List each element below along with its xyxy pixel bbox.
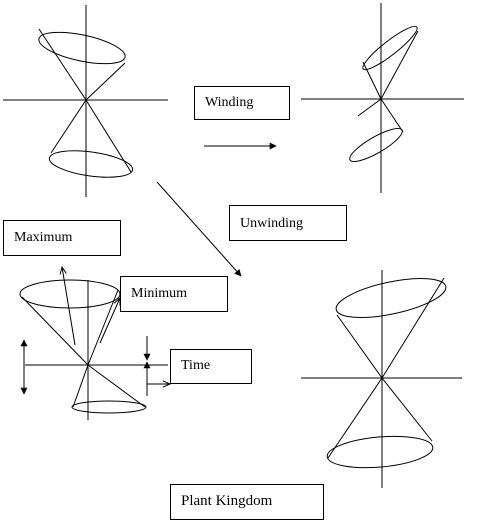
upper-cone-edge-right	[85, 62, 126, 101]
winding-label-box: Winding	[194, 86, 290, 120]
upper-cone-edge-right	[87, 289, 119, 366]
double-cone-top-left	[3, 5, 168, 197]
double-cone-unwinding	[301, 270, 462, 488]
upper-cone-edge-left	[38, 28, 87, 101]
upper-cone-edge-left	[21, 296, 89, 366]
maximum-label: Maximum	[14, 230, 73, 245]
unwinding-arrow	[156, 181, 242, 277]
upper-cone-edge-left	[362, 61, 382, 100]
lower-cone-rim	[71, 400, 147, 414]
upper-cone-edge-right	[381, 277, 445, 379]
unwinding-label: Unwinding	[240, 216, 303, 231]
double-cone-time	[19, 267, 170, 420]
minimum-arrow	[99, 298, 120, 344]
winding-label: Winding	[205, 95, 254, 110]
lower-cone-edge-left	[327, 377, 383, 459]
lower-cone-edge-right	[380, 98, 404, 133]
lower-cone-rim	[349, 127, 403, 163]
lower-cone-edge-left	[357, 98, 382, 117]
plant-kingdom-label: Plant Kingdom	[181, 493, 273, 509]
lower-cone-rim	[326, 435, 434, 469]
time-label: Time	[181, 358, 211, 373]
upper-cone-rim	[335, 277, 447, 319]
unwinding-label-box: Unwinding	[229, 205, 347, 241]
upper-cone-edge-left	[336, 314, 383, 379]
lower-cone-edge-right	[381, 377, 433, 442]
time-label-box: Time	[170, 349, 252, 384]
upper-cone-rim	[38, 31, 126, 65]
upper-cone-rim	[19, 279, 121, 309]
upper-cone-rim	[362, 25, 418, 71]
lower-cone-edge-left	[72, 364, 89, 408]
lower-cone-edge-left	[50, 99, 87, 154]
lower-cone-edge-right	[87, 364, 146, 408]
double-cone-winding	[301, 3, 464, 193]
upper-cone-edge-right	[380, 30, 419, 100]
maximum-arrow	[62, 267, 76, 346]
lower-cone-edge-right	[85, 99, 132, 173]
maximum-label-box: Maximum	[3, 220, 121, 256]
minimum-label: Minimum	[131, 286, 188, 301]
minimum-label-box: Minimum	[120, 276, 228, 312]
plant-kingdom-label-box: Plant Kingdom	[170, 484, 324, 520]
lower-cone-rim	[48, 150, 134, 178]
